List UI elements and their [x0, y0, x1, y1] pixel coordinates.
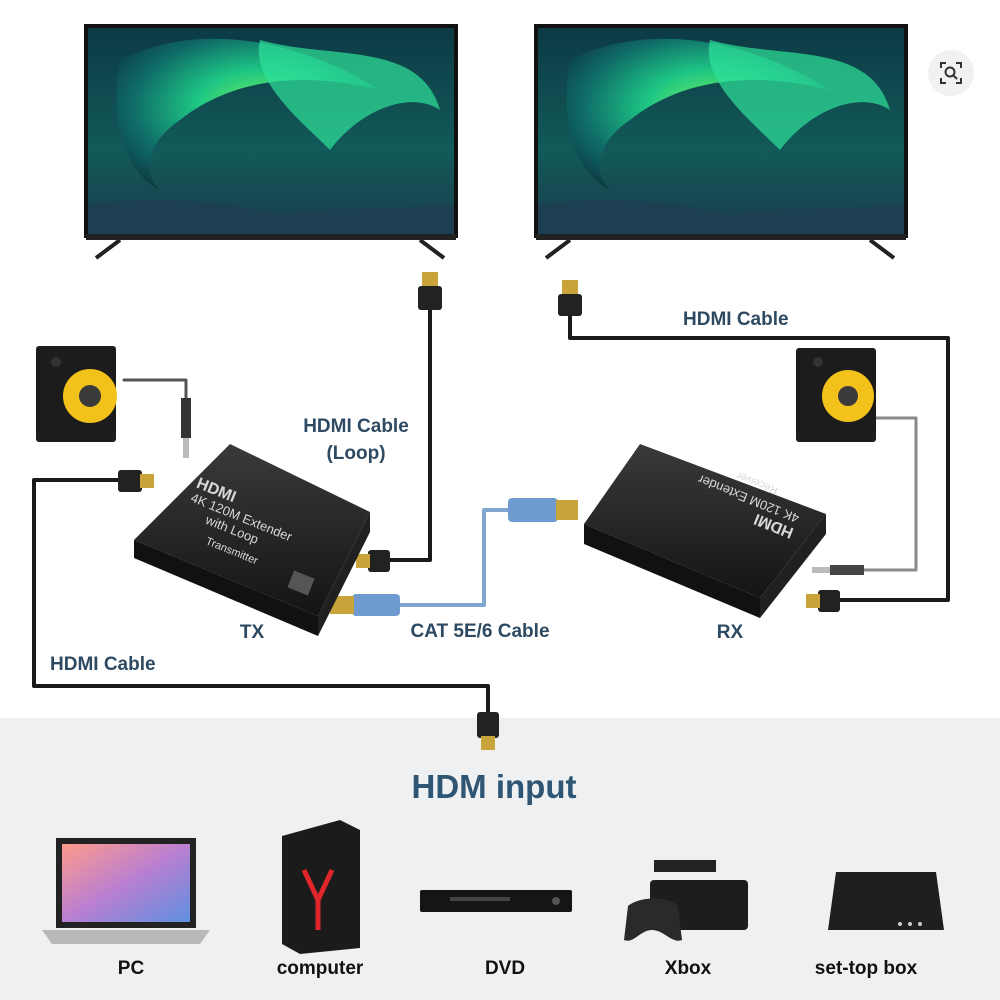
label-hdmi-cable-loop-line2: (Loop): [326, 443, 386, 464]
cable-cat: [396, 508, 514, 607]
device-label-pc: PC: [117, 958, 145, 979]
device-label-xbox: Xbox: [664, 958, 712, 979]
image-search-button[interactable]: [928, 50, 974, 96]
hdmi-plug-input-top: [118, 470, 154, 492]
cable-hdmi-input: [32, 478, 490, 720]
label-cat-cable: CAT 5E/6 Cable: [410, 621, 550, 642]
hdmi-plug-input-bottom: [477, 712, 499, 750]
device-dvd: [420, 890, 572, 912]
hdmi-plug-rx-top: [558, 280, 582, 316]
cable-audio-right: [828, 416, 918, 572]
label-tx: TX: [239, 622, 265, 643]
tv-left-legs: [94, 238, 446, 260]
audio-jack-right: [812, 565, 864, 575]
tv-right-legs: [544, 238, 896, 260]
tv-left: [84, 24, 458, 260]
device-label-set-top-box: set-top box: [814, 958, 918, 979]
cables: [32, 298, 950, 720]
device-label-computer: computer: [276, 958, 364, 979]
label-hdmi-cable-input: HDMI Cable: [50, 654, 156, 675]
label-rx: RX: [716, 622, 744, 643]
hdmi-plug-rx-out: [806, 590, 840, 612]
tv-left-bezel: [86, 234, 456, 240]
tv-right-aurora-2: [708, 40, 890, 150]
image-search-icon: [940, 62, 962, 84]
speaker-left: [36, 346, 117, 442]
tv-left-aurora-2: [258, 40, 440, 150]
device-set-top-box: [828, 872, 944, 930]
hdmi-plug-loop-tx: [356, 550, 390, 572]
device-label-dvd: DVD: [484, 958, 526, 979]
speaker-right: [796, 348, 876, 442]
label-hdmi-cable-rx: HDMI Cable: [683, 309, 789, 330]
cable-hdmi-loop: [388, 298, 432, 562]
tv-right-bezel: [536, 234, 906, 240]
audio-jack-left: [181, 398, 191, 458]
hdmi-plug-loop-top: [418, 272, 442, 310]
tv-right: [534, 24, 908, 260]
transmitter-box: [134, 444, 370, 636]
device-computer: [282, 820, 360, 954]
rj45-plug-tx: [330, 594, 400, 616]
device-pc: [42, 838, 210, 944]
tv-left-ground: [88, 199, 454, 234]
label-hdmi-cable-loop: HDMI Cable (Loop): [303, 413, 409, 467]
cable-hdmi-rx-out: [568, 310, 950, 602]
label-hdmi-cable-loop-line1: HDMI Cable: [303, 416, 409, 437]
tv-right-ground: [538, 199, 904, 234]
cable-audio-left: [122, 378, 188, 402]
device-xbox: [624, 860, 748, 941]
input-title: HDM input: [411, 768, 577, 805]
connectors: [118, 272, 864, 750]
rj45-plug-rx: [508, 498, 578, 522]
receiver-box: [584, 444, 826, 618]
